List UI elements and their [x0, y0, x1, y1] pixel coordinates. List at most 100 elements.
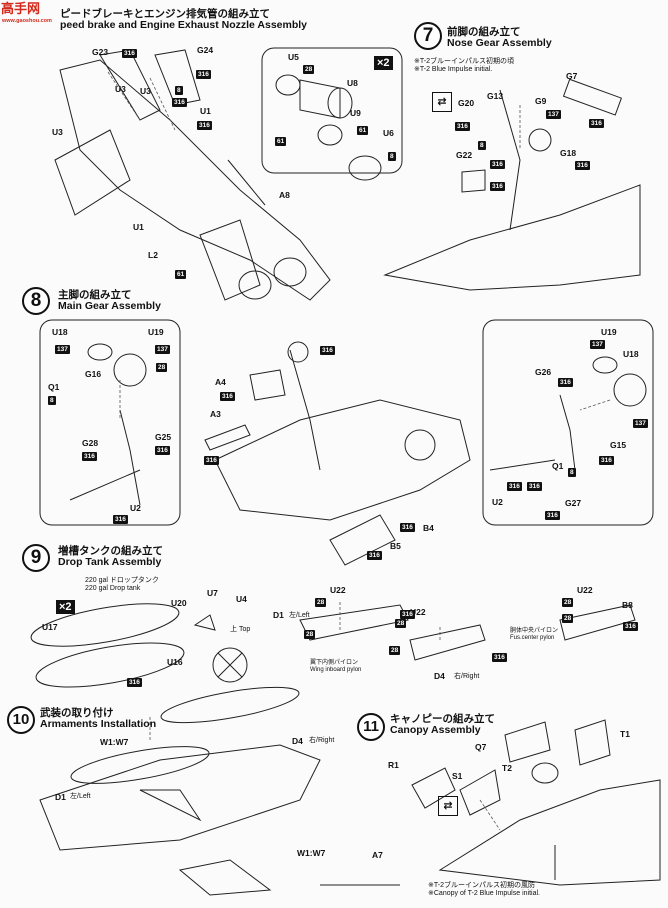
paint-badge: 8	[48, 396, 56, 405]
part-label: U22	[577, 585, 593, 595]
paint-badge: 316	[122, 49, 137, 58]
part-label: U16	[167, 657, 183, 667]
paint-badge: 28	[389, 646, 401, 655]
section-7-note: ※T-2ブルーインパルス初期の頃 ※T-2 Blue Impulse initi…	[414, 58, 514, 74]
drop-tank-lower	[35, 642, 185, 688]
fus-pylon-caption: 胴体中央パイロン Fus.center pylon	[510, 628, 559, 642]
exhaust-nozzle-right	[273, 257, 307, 287]
section-9-header: 増槽タンクの組み立て Drop Tank Assembly	[58, 545, 163, 568]
part-label: R1	[388, 760, 399, 770]
main-wheel-left	[113, 353, 147, 387]
section-9-title-jp: 増槽タンクの組み立て	[58, 545, 163, 557]
part-label: U7	[207, 588, 218, 598]
part-label: U3	[52, 127, 63, 137]
canopy-t1	[574, 719, 611, 766]
part-label: U1	[200, 106, 211, 116]
site-url: www.gaoshou.com	[2, 18, 52, 24]
section-10-header: 武装の取り付け Armaments Installation	[40, 707, 156, 730]
paint-badge: 316	[127, 678, 142, 687]
paint-badge: 316	[507, 482, 522, 491]
part-label: U19	[601, 327, 617, 337]
multiplier-x2-nozzle: ×2	[374, 56, 393, 70]
top-direction-caption: 上 Top	[230, 626, 251, 633]
part-label: A4	[215, 377, 226, 387]
paint-badge: 316	[589, 119, 604, 128]
part-label: G22	[456, 150, 473, 160]
part-label: G27	[565, 498, 582, 508]
section-8-title-en: Main Gear Assembly	[58, 300, 161, 313]
part-label: D1	[273, 610, 284, 620]
paint-badge: 316	[82, 452, 97, 461]
part-label: D1	[55, 792, 66, 802]
nose-fuselage	[383, 184, 641, 291]
direction-arrow-icon: ⇄	[438, 796, 458, 816]
paint-badge: 28	[304, 630, 316, 639]
d1-left-caption-2: 左/Left	[70, 793, 91, 800]
paint-badge: 316	[575, 161, 590, 170]
part-label: G23	[92, 47, 109, 57]
part-label: G25	[155, 432, 172, 442]
paint-badge: 28	[156, 363, 168, 372]
paint-badge: 316	[320, 346, 335, 355]
paint-badge: 316	[220, 392, 235, 401]
part-label: Q7	[475, 742, 487, 752]
direction-arrow-icon: ⇄	[432, 92, 452, 112]
paint-badge: 61	[175, 270, 187, 279]
paint-badge: 316	[623, 622, 638, 631]
d4-right-caption: 右/Right	[454, 673, 480, 680]
part-label: G18	[560, 148, 577, 158]
main-wheel-right	[613, 373, 647, 407]
paint-badge: 137	[155, 345, 170, 354]
paint-badge: 316	[400, 610, 415, 619]
nose-door-g7	[562, 78, 623, 116]
main-gear-fuselage	[214, 399, 471, 521]
paint-badge: 28	[303, 65, 315, 74]
paint-badge: 316	[400, 523, 415, 532]
main-gear-left-box	[39, 319, 181, 526]
part-label: A8	[279, 190, 290, 200]
drop-tank-upper	[30, 603, 180, 647]
part-label: U17	[42, 622, 58, 632]
part-label: U5	[288, 52, 299, 62]
section-8-title-jp: 主脚の組み立て	[58, 289, 132, 301]
part-label: U20	[171, 598, 187, 608]
paint-badge: 137	[590, 340, 605, 349]
part-label: B4	[423, 523, 434, 533]
paint-badge: 28	[315, 598, 327, 607]
nozzle-detail-box	[261, 47, 403, 174]
step-10-number: 10	[7, 706, 35, 734]
part-label: A7	[372, 850, 383, 860]
part-label: D4	[434, 671, 445, 681]
part-label: G15	[610, 440, 627, 450]
part-label: U6	[383, 128, 394, 138]
paint-badge: 28	[395, 619, 407, 628]
part-label: G26	[535, 367, 552, 377]
paint-badge: 316	[527, 482, 542, 491]
paint-badge: 316	[204, 456, 219, 465]
section-8-header: 主脚の組み立て Main Gear Assembly	[58, 289, 161, 313]
d1-left-caption: 左/Left	[289, 612, 310, 619]
part-label: W1:W7	[100, 737, 129, 747]
canopy-q7	[504, 721, 551, 763]
paint-badge: 61	[275, 137, 287, 146]
pylon-fus-center	[559, 604, 636, 641]
paint-badge: 316	[545, 511, 560, 520]
paint-badge: 316	[196, 70, 211, 79]
step-9-number: 9	[22, 544, 50, 572]
part-label: U2	[492, 497, 503, 507]
tail-fin	[54, 129, 131, 216]
paint-badge: 137	[55, 345, 70, 354]
part-label: G20	[458, 98, 475, 108]
paint-badge: 316	[558, 378, 573, 387]
part-label: U22	[410, 607, 426, 617]
section-7-header: 前脚の組み立て Nose Gear Assembly	[447, 26, 552, 49]
section-11-header: キャノピーの組み立て Canopy Assembly	[390, 713, 495, 737]
part-label: Q1	[552, 461, 564, 471]
pylon-wing-inboard	[299, 604, 409, 641]
paint-badge: 316	[490, 160, 505, 169]
part-label: L2	[148, 250, 158, 260]
paint-badge: 137	[546, 110, 561, 119]
wing-pylon-caption: 翼下内側パイロン Wing inboard pylon	[310, 660, 362, 674]
section-11-title-en: Canopy Assembly	[390, 724, 481, 737]
